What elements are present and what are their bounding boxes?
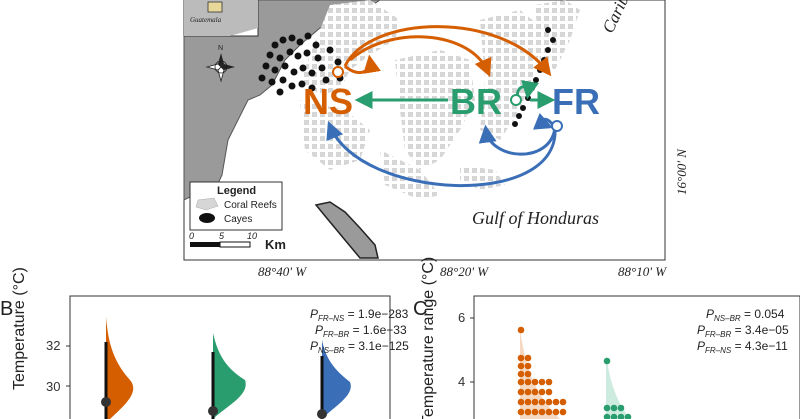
panel-b-ytick-30: 30	[46, 379, 60, 394]
fr-source-marker	[551, 120, 563, 132]
arrow-fr-to-br	[478, 124, 557, 156]
coord-right: 88°10' W	[618, 264, 667, 279]
map-legend: Legend Coral Reefs Cayes	[189, 181, 283, 231]
panel-b-ytick-32: 32	[46, 338, 60, 353]
arrow-ns-self	[343, 54, 381, 75]
panel-c-ylabel: Temperature range (°C)	[420, 257, 437, 419]
panel-b: B Temperature (°C) 32 30 PFR–NS = 1.9e−2…	[0, 267, 409, 419]
legend-title: Legend	[217, 185, 256, 197]
scale-tick-10: 10	[247, 231, 257, 241]
panel-b-stat-2: PFR–BR = 1.6e−33	[315, 323, 407, 339]
ns-source-marker	[332, 66, 344, 78]
legend-reef-label: Coral Reefs	[224, 200, 277, 211]
compass-north-label: N	[218, 45, 223, 52]
dots-br	[603, 357, 632, 419]
inset-label: Guatemala	[190, 16, 222, 24]
violin-fr	[322, 340, 351, 419]
panel-b-stat-3: PNS–BR = 3.1e−125	[310, 339, 409, 355]
cayes-ns	[258, 32, 344, 96]
panel-c-stat-3: PFR–NS = 4.3e−11	[697, 339, 788, 355]
coord-lat: 16°00' N	[674, 148, 689, 195]
peninsula	[314, 201, 379, 259]
legend-cayes-swatch	[199, 213, 215, 223]
scale-tick-0: 0	[189, 231, 194, 241]
coord-middle: 88°20' W	[440, 264, 489, 279]
panel-b-ylabel: Temperature (°C)	[11, 267, 28, 390]
arrow-ns-to-fr	[343, 25, 552, 77]
connectivity-arrows	[326, 25, 557, 187]
site-label-br: BR	[450, 81, 502, 122]
panel-c-stat-2: PFR–BR = 3.4e−05	[697, 323, 789, 339]
sea-label: Gulf of Honduras	[472, 208, 599, 228]
dots-ns	[517, 326, 567, 416]
panel-c-ytick-4: 4	[458, 374, 465, 389]
violin-br	[213, 333, 246, 419]
site-label-fr: FR	[552, 81, 600, 122]
median-fr	[317, 409, 327, 419]
panel-b-letter: B	[0, 298, 13, 320]
legend-reef-swatch	[195, 197, 219, 211]
arrow-ns-to-br	[349, 35, 492, 77]
map-panel: Guatemala N N	[183, 0, 689, 279]
br-source-marker	[510, 94, 522, 106]
inset-map: Guatemala	[183, 0, 259, 37]
panel-c-ytick-6: 6	[458, 310, 465, 325]
legend-cayes-label: Cayes	[224, 214, 252, 225]
panel-c-letter: C	[413, 298, 427, 320]
compass-icon: N	[205, 45, 235, 83]
violin-ns	[106, 317, 134, 419]
site-label-ns: NS	[303, 81, 353, 122]
median-br	[208, 406, 218, 416]
arrow-fr-to-ns	[326, 121, 557, 187]
panel-c: C Temperature range (°C) 6 4 PNS–BR = 0.…	[413, 257, 800, 419]
panel-b-stat-1: PFR–NS = 1.9e−283	[310, 307, 409, 323]
coord-left: 88°40' W	[258, 264, 307, 279]
scale-unit: Km	[265, 237, 286, 252]
scale-tick-5: 5	[219, 231, 225, 241]
scale-bar: 0 5 10 Km	[189, 231, 286, 252]
median-ns	[101, 397, 111, 407]
panel-c-stat-1: PNS–BR = 0.054	[706, 307, 785, 323]
